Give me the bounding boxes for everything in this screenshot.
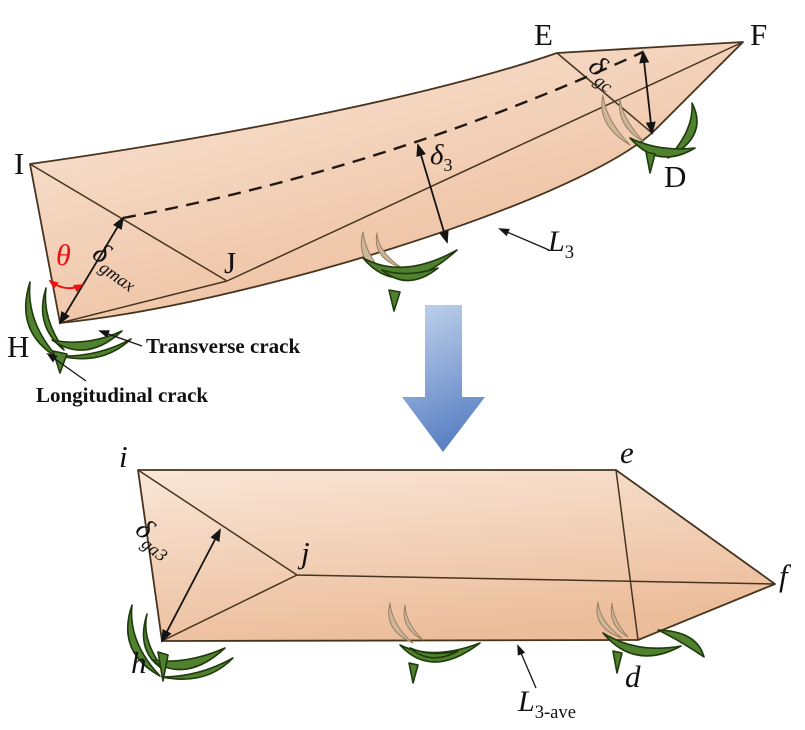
crack-cluster-midspan: [362, 249, 458, 312]
transverse-crack-label: Transverse crack: [146, 334, 301, 358]
L3-ave-label: L3-ave: [518, 685, 576, 723]
vertex-label-E: E: [534, 17, 553, 52]
vertex-label-f: f: [779, 558, 788, 593]
delta-3-label: δ3: [430, 139, 453, 175]
leader-L3: [498, 228, 550, 251]
leader-transverse-crack: [98, 330, 143, 347]
crack-cluster-midspan-ave: [399, 642, 481, 684]
dimension-arrows: [58, 50, 656, 643]
crack-cluster-d: [602, 629, 705, 674]
theta-label: θ: [56, 239, 71, 272]
vertex-label-J: J: [224, 245, 237, 280]
crack-symbols: [25, 102, 705, 684]
vertex-label-H: H: [7, 329, 30, 364]
vertex-label-h: h: [131, 645, 147, 680]
theta-angle-arc: [48, 279, 84, 293]
leader-arrows: [46, 228, 550, 689]
ghost-cracks: [360, 94, 645, 644]
dimension-arrow-gmax: [58, 216, 125, 325]
leader-longitudinal-crack: [46, 352, 87, 382]
vertex-label-i: i: [119, 439, 128, 474]
dimension-arrow-ga3: [161, 528, 221, 643]
vertex-label-d: d: [625, 659, 641, 694]
crack-cluster-D: [629, 102, 698, 174]
flow-down-arrow: [402, 305, 485, 452]
dimension-arrow-delta3: [416, 143, 449, 244]
longitudinal-crack-label: Longitudinal crack: [36, 383, 209, 407]
flat-slab: [137, 469, 776, 642]
L3-label: L3: [548, 225, 574, 263]
vertex-label-D: D: [664, 159, 687, 194]
dimension-arrow-gc: [639, 50, 656, 135]
vertex-label-I: I: [14, 146, 25, 181]
leader-L3ave: [517, 644, 537, 689]
reference-dashed-line: [122, 50, 644, 220]
vertex-label-e: e: [620, 435, 634, 470]
flat-slab-fold-lines: [137, 469, 776, 642]
crack-cluster-h: [127, 604, 234, 682]
warped-slab-fold-lines: [29, 41, 744, 324]
vertex-label-F: F: [750, 17, 768, 52]
vertex-label-j: j: [301, 535, 310, 570]
